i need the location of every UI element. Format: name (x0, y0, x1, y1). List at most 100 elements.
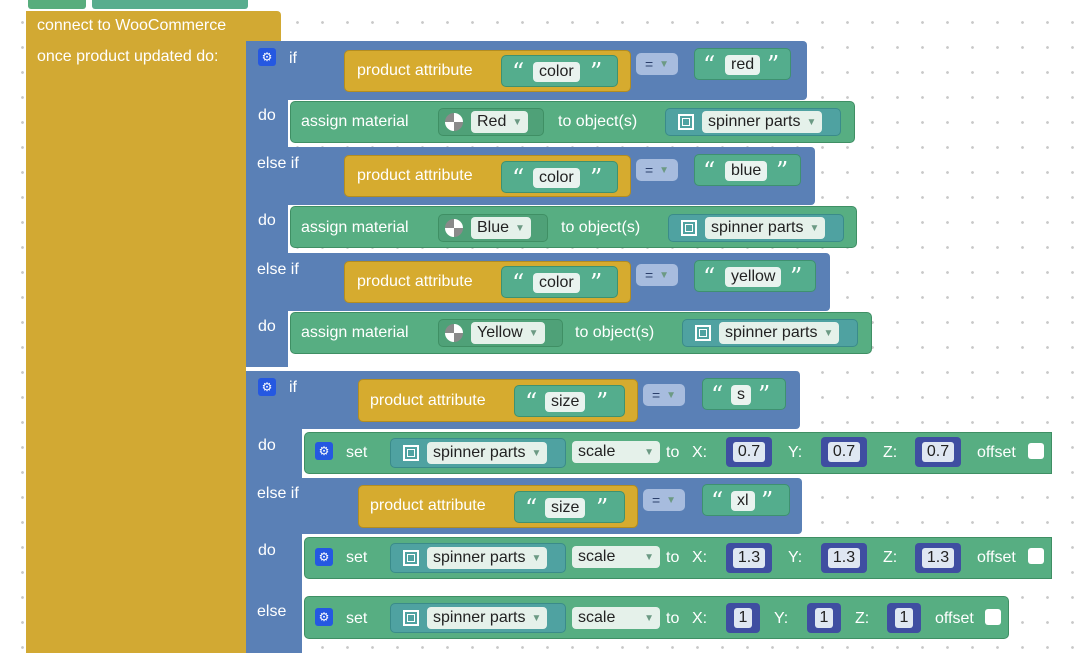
object-name: spinner parts (725, 324, 818, 341)
y-value[interactable]: 0.7 (827, 442, 861, 462)
property-dropdown[interactable]: scale▼ (572, 441, 660, 463)
mutator-gear-icon[interactable]: ⚙ (258, 48, 276, 66)
object-frame-icon (403, 610, 419, 626)
close-quote-icon: ” (590, 164, 603, 192)
material-ball-icon (445, 113, 463, 131)
x-value[interactable]: 0.7 (732, 442, 766, 462)
assign-material-label: assign material (301, 219, 409, 236)
property-name: scale (578, 609, 616, 626)
close-quote-icon: ” (596, 494, 609, 522)
partial-top-block-right[interactable] (92, 0, 248, 9)
open-quote-icon: “ (703, 263, 716, 291)
attribute-name-input[interactable]: color (533, 62, 580, 82)
chevron-down-icon: ▼ (823, 327, 834, 339)
if-label: if (289, 379, 297, 396)
z-value[interactable]: 1 (894, 608, 914, 628)
y-number-block[interactable]: 1.3 (821, 543, 867, 573)
y-value[interactable]: 1 (814, 608, 834, 628)
y-number-block[interactable]: 0.7 (821, 437, 867, 467)
attribute-name-input[interactable]: color (533, 273, 580, 293)
product-attribute-label: product attribute (357, 167, 473, 184)
x-value[interactable]: 1 (733, 608, 753, 628)
material-dropdown[interactable]: Blue▼ (438, 214, 548, 242)
else-if-label: else if (257, 155, 299, 172)
object-dropdown[interactable]: spinner parts▼ (665, 108, 841, 136)
offset-label: offset (935, 610, 974, 627)
offset-checkbox[interactable] (1028, 548, 1044, 564)
product-attribute-label: product attribute (357, 273, 473, 290)
material-ball-icon (445, 219, 463, 237)
open-quote-icon: “ (703, 157, 716, 185)
object-frame-icon (681, 220, 697, 236)
mutator-gear-icon[interactable]: ⚙ (315, 442, 333, 460)
product-attribute-label: product attribute (370, 497, 486, 514)
value-input[interactable]: s (731, 385, 751, 405)
operator-dropdown[interactable]: =▼ (643, 489, 685, 511)
mutator-gear-icon[interactable]: ⚙ (315, 608, 333, 626)
mutator-gear-icon[interactable]: ⚙ (258, 378, 276, 396)
set-label: set (346, 444, 368, 461)
if-label: if (289, 50, 297, 67)
else-if-label: else if (257, 485, 299, 502)
operator-dropdown[interactable]: =▼ (636, 53, 678, 75)
x-number-block[interactable]: 0.7 (726, 437, 772, 467)
close-quote-icon: ” (590, 269, 603, 297)
open-quote-icon: “ (525, 494, 538, 522)
material-dropdown[interactable]: Yellow▼ (438, 319, 563, 347)
partial-top-block-left[interactable] (28, 0, 86, 9)
attribute-name-input[interactable]: size (545, 392, 586, 412)
offset-checkbox[interactable] (1028, 443, 1044, 459)
event-block[interactable] (26, 11, 281, 41)
do-label: do (258, 437, 276, 454)
do-label: do (258, 542, 276, 559)
value-input[interactable]: red (725, 55, 761, 75)
z-number-block[interactable]: 1.3 (915, 543, 961, 573)
x-value[interactable]: 1.3 (732, 548, 766, 568)
property-dropdown[interactable]: scale▼ (572, 546, 660, 568)
object-name: spinner parts (433, 549, 526, 566)
property-dropdown[interactable]: scale▼ (572, 607, 660, 629)
operator-dropdown[interactable]: =▼ (636, 159, 678, 181)
object-frame-icon (678, 114, 694, 130)
material-dropdown[interactable]: Red▼ (438, 108, 544, 136)
open-quote-icon: “ (512, 58, 525, 86)
value-input[interactable]: xl (731, 491, 755, 511)
operator-dropdown[interactable]: =▼ (643, 384, 685, 406)
product-attribute-label: product attribute (370, 392, 486, 409)
object-name: spinner parts (708, 113, 801, 130)
z-value[interactable]: 1.3 (921, 548, 955, 568)
z-number-block[interactable]: 1 (887, 603, 921, 633)
x-number-block[interactable]: 1 (726, 603, 760, 633)
y-label: Y: (774, 610, 789, 627)
close-quote-icon: ” (590, 58, 603, 86)
mutator-gear-icon[interactable]: ⚙ (315, 548, 333, 566)
to-objects-label: to object(s) (558, 113, 638, 130)
object-name: spinner parts (433, 609, 526, 626)
operator-dropdown[interactable]: =▼ (636, 264, 678, 286)
y-label: Y: (788, 549, 803, 566)
object-dropdown[interactable]: spinner parts▼ (668, 214, 844, 242)
offset-label: offset (977, 444, 1016, 461)
x-number-block[interactable]: 1.3 (726, 543, 772, 573)
object-frame-icon (403, 445, 419, 461)
y-number-block[interactable]: 1 (807, 603, 841, 633)
attribute-name-input[interactable]: size (545, 498, 586, 518)
chevron-down-icon: ▼ (531, 552, 542, 564)
operator-label: = (651, 492, 661, 508)
close-quote-icon: ” (758, 381, 771, 409)
operator-label: = (644, 267, 654, 283)
value-input[interactable]: blue (725, 161, 768, 181)
object-dropdown[interactable]: spinner parts▼ (390, 438, 566, 468)
offset-checkbox[interactable] (985, 609, 1001, 625)
open-quote-icon: “ (711, 487, 724, 515)
attribute-name-input[interactable]: color (533, 168, 580, 188)
value-input[interactable]: yellow (725, 267, 782, 287)
object-name: spinner parts (433, 444, 526, 461)
object-dropdown[interactable]: spinner parts ▼ (390, 543, 566, 573)
x-label: X: (692, 444, 708, 461)
object-dropdown[interactable]: spinner parts▼ (390, 603, 566, 633)
z-number-block[interactable]: 0.7 (915, 437, 961, 467)
y-value[interactable]: 1.3 (827, 548, 861, 568)
object-dropdown[interactable]: spinner parts ▼ (682, 319, 858, 347)
z-value[interactable]: 0.7 (921, 442, 955, 462)
